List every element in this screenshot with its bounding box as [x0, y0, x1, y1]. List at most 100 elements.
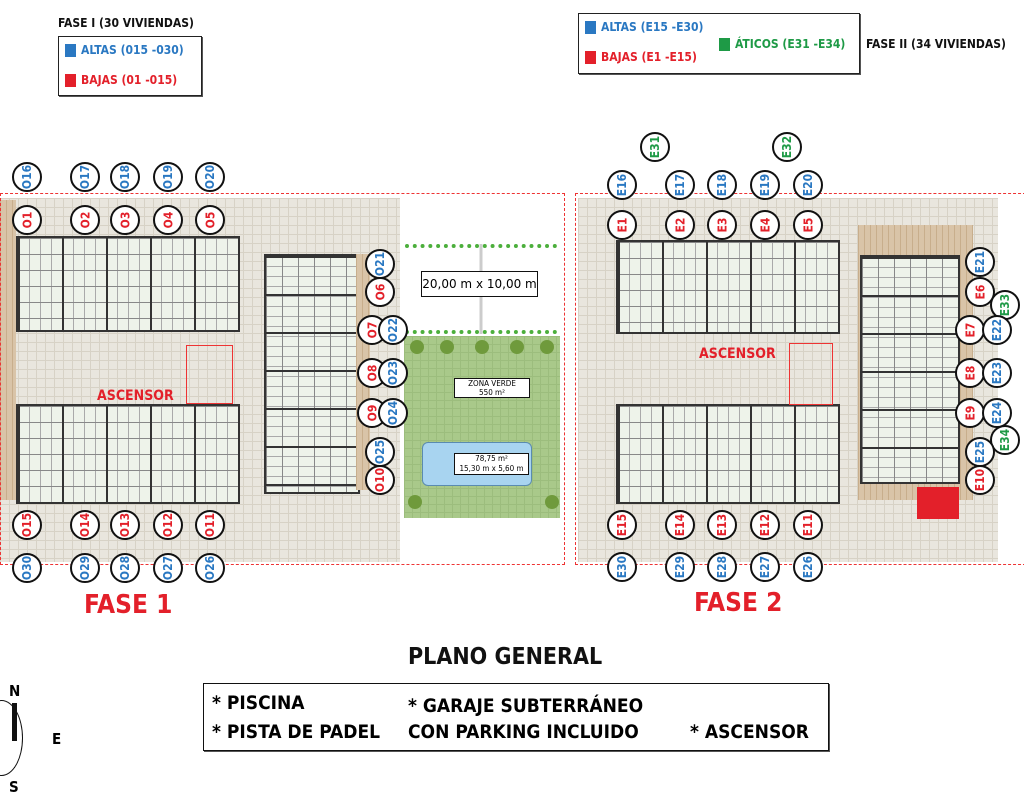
unit-marker-label: O7 [365, 321, 379, 339]
unit-marker-o2: O2 [70, 205, 100, 235]
unit-marker-e3: E3 [707, 210, 737, 240]
green-zone-area: 550 m² [479, 388, 505, 397]
phase2-name: FASE 2 [694, 588, 783, 618]
unit-marker-label: O30 [19, 555, 34, 581]
unit-marker-e5: E5 [793, 210, 823, 240]
unit-marker-e23: E23 [982, 358, 1012, 388]
unit-marker-label: E25 [973, 440, 987, 464]
unit-marker-o17: O17 [70, 162, 100, 192]
unit-marker-e17: E17 [665, 170, 695, 200]
padel-dimensions: 20,00 m x 10,00 m [421, 271, 538, 297]
unit-marker-label: E19 [758, 173, 772, 197]
unit-marker-e12: E12 [750, 510, 780, 540]
unit-marker-o4: O4 [153, 205, 183, 235]
unit-marker-label: E23 [990, 361, 1004, 385]
unit-marker-e10: E10 [965, 465, 995, 495]
feature-garaje-parking: CON PARKING INCLUIDO [408, 721, 639, 743]
green-zone [404, 336, 560, 518]
unit-marker-label: O8 [365, 364, 379, 382]
phase1-ascensor-label: ASCENSOR [97, 388, 174, 404]
feature-garaje: * GARAJE SUBTERRÁNEO [408, 695, 644, 717]
unit-marker-e29: E29 [665, 552, 695, 582]
unit-marker-o3: O3 [110, 205, 140, 235]
unit-marker-e19: E19 [750, 170, 780, 200]
unit-marker-label: O18 [117, 164, 132, 190]
unit-marker-label: O21 [372, 251, 387, 277]
unit-marker-e27: E27 [750, 552, 780, 582]
unit-marker-e15: E15 [607, 510, 637, 540]
unit-marker-o11: O11 [195, 510, 225, 540]
unit-marker-label: O23 [385, 360, 400, 386]
phase2-ascensor-label: ASCENSOR [699, 346, 776, 362]
unit-marker-label: E3 [714, 217, 729, 233]
unit-marker-label: O1 [20, 211, 34, 229]
phase1-legend: ALTAS (015 -030) BAJAS (01 -015) [58, 36, 202, 96]
tree-icon [545, 495, 559, 509]
unit-marker-label: E21 [973, 250, 987, 274]
features-box: * PISCINA * PISTA DE PADEL * GARAJE SUBT… [203, 683, 829, 751]
unit-marker-o14: O14 [70, 510, 100, 540]
legend-aticos: ÁTICOS (E31 -E34) [719, 37, 845, 51]
unit-marker-e24: E24 [982, 398, 1012, 428]
unit-marker-e1: E1 [607, 210, 637, 240]
unit-marker-label: O5 [203, 211, 217, 229]
unit-marker-o24: O24 [378, 398, 408, 428]
compass-east: E [52, 730, 62, 748]
unit-marker-e14: E14 [665, 510, 695, 540]
unit-marker-label: E2 [672, 217, 687, 233]
unit-marker-e22: E22 [982, 315, 1012, 345]
tree-icon [410, 340, 424, 354]
unit-marker-label: O20 [202, 164, 217, 190]
legend-label: ALTAS (E15 -E30) [601, 20, 704, 34]
unit-marker-label: E4 [757, 217, 772, 233]
unit-marker-label: O3 [118, 211, 132, 229]
unit-marker-e13: E13 [707, 510, 737, 540]
unit-marker-e4: E4 [750, 210, 780, 240]
unit-marker-e11: E11 [793, 510, 823, 540]
phase1-elevator [186, 345, 233, 404]
terrace [0, 200, 16, 500]
unit-marker-label: O17 [77, 164, 92, 190]
unit-marker-label: E32 [780, 135, 794, 159]
unit-marker-label: E15 [615, 513, 629, 537]
unit-marker-e9: E9 [955, 398, 985, 428]
feature-ascensor: * ASCENSOR [690, 721, 809, 743]
phase2-apartment-block-south [616, 404, 840, 504]
unit-marker-o26: O26 [195, 553, 225, 583]
unit-marker-label: E29 [673, 555, 687, 579]
unit-marker-label: E18 [715, 173, 729, 197]
tree-icon [408, 495, 422, 509]
technical-room [917, 487, 959, 519]
unit-marker-o21: O21 [365, 249, 395, 279]
unit-marker-o6: O6 [365, 277, 395, 307]
legend-bajas: BAJAS (E1 -E15) [585, 50, 697, 64]
unit-marker-o13: O13 [110, 510, 140, 540]
pool-area: 78,75 m² [475, 454, 508, 463]
unit-marker-o5: O5 [195, 205, 225, 235]
unit-marker-o16: O16 [12, 162, 42, 192]
unit-marker-label: E20 [801, 173, 815, 197]
compass-north: N [9, 682, 21, 700]
phase2-legend: ALTAS (E15 -E30) BAJAS (E1 -E15) ÁTICOS … [578, 13, 860, 74]
unit-marker-label: E24 [990, 401, 1004, 425]
unit-marker-e2: E2 [665, 210, 695, 240]
tree-icon [475, 340, 489, 354]
unit-marker-label: O22 [385, 317, 400, 343]
phase1-apartment-block-north [16, 236, 240, 332]
pool-dimensions: 15,30 m x 5,60 m [459, 464, 524, 473]
unit-marker-label: O10 [372, 467, 387, 493]
unit-marker-o12: O12 [153, 510, 183, 540]
unit-marker-e7: E7 [955, 315, 985, 345]
unit-marker-label: O28 [117, 555, 132, 581]
unit-marker-e30: E30 [607, 552, 637, 582]
unit-marker-label: E27 [758, 555, 772, 579]
unit-marker-o20: O20 [195, 162, 225, 192]
unit-marker-label: O24 [385, 400, 400, 426]
swimming-pool [422, 442, 532, 486]
legend-label: ÁTICOS (E31 -E34) [735, 37, 846, 51]
unit-marker-label: E12 [758, 513, 772, 537]
unit-marker-e20: E20 [793, 170, 823, 200]
unit-marker-o10: O10 [365, 465, 395, 495]
unit-marker-label: E5 [800, 217, 815, 233]
unit-marker-label: E33 [998, 293, 1012, 317]
